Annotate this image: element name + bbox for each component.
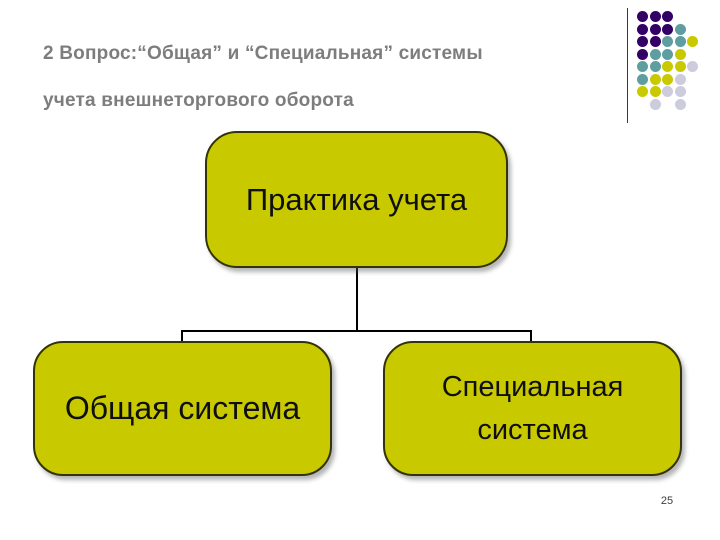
- connector-right-stub: [530, 330, 532, 343]
- dot-purple: [649, 36, 661, 47]
- dot-yellow: [687, 36, 698, 47]
- dot-teal: [674, 23, 686, 35]
- node-specialnaya-sistema-label: Специальная система: [441, 371, 624, 446]
- dot-gray: [662, 86, 673, 97]
- node-specialnaya-sistema: Специальная система: [383, 341, 682, 476]
- dot-purple: [649, 23, 661, 35]
- slide-title-line2: учета внешнеторгового оборота: [43, 90, 354, 111]
- page-number: 25: [660, 495, 674, 507]
- node-obshchaya-sistema-label: Общая система: [64, 390, 301, 426]
- slide-title-line1: 2 Вопрос:“Общая” и “Специальная” системы: [43, 43, 483, 64]
- dot-purple: [637, 23, 648, 35]
- dot-teal: [674, 36, 686, 47]
- decoration-divider-line: [627, 8, 628, 123]
- dot-teal: [662, 36, 673, 47]
- dot-gray: [649, 98, 661, 110]
- dot-gray: [687, 61, 698, 72]
- slide-title: 2 Вопрос:“Общая” и “Специальная” системы…: [43, 30, 613, 124]
- node-praktika-ucheta: Практика учета: [205, 131, 508, 268]
- dot-gray: [674, 73, 686, 85]
- node-praktika-ucheta-label: Практика учета: [245, 181, 468, 217]
- dot-purple: [662, 23, 673, 35]
- dot-yellow: [674, 61, 686, 72]
- node-obshchaya-sistema: Общая система: [33, 341, 332, 476]
- dot-purple: [662, 11, 673, 22]
- dots-pattern-decoration: [637, 11, 707, 118]
- dot-gray: [674, 86, 686, 97]
- dot-teal: [637, 61, 648, 72]
- dot-yellow: [662, 73, 673, 85]
- dot-yellow: [674, 48, 686, 60]
- dot-teal: [637, 73, 648, 85]
- dot-purple: [649, 11, 661, 22]
- dot-yellow: [637, 86, 648, 97]
- dot-purple: [637, 11, 648, 22]
- dot-yellow: [649, 73, 661, 85]
- dot-yellow: [649, 86, 661, 97]
- dot-purple: [637, 48, 648, 60]
- dot-teal: [649, 48, 661, 60]
- dot-gray: [674, 98, 686, 110]
- dot-teal: [649, 61, 661, 72]
- connector-left-stub: [181, 330, 183, 343]
- dot-yellow: [662, 61, 673, 72]
- connector-horizontal: [181, 330, 532, 332]
- connector-root-vertical: [356, 268, 358, 331]
- dot-purple: [637, 36, 648, 47]
- dot-teal: [662, 48, 673, 60]
